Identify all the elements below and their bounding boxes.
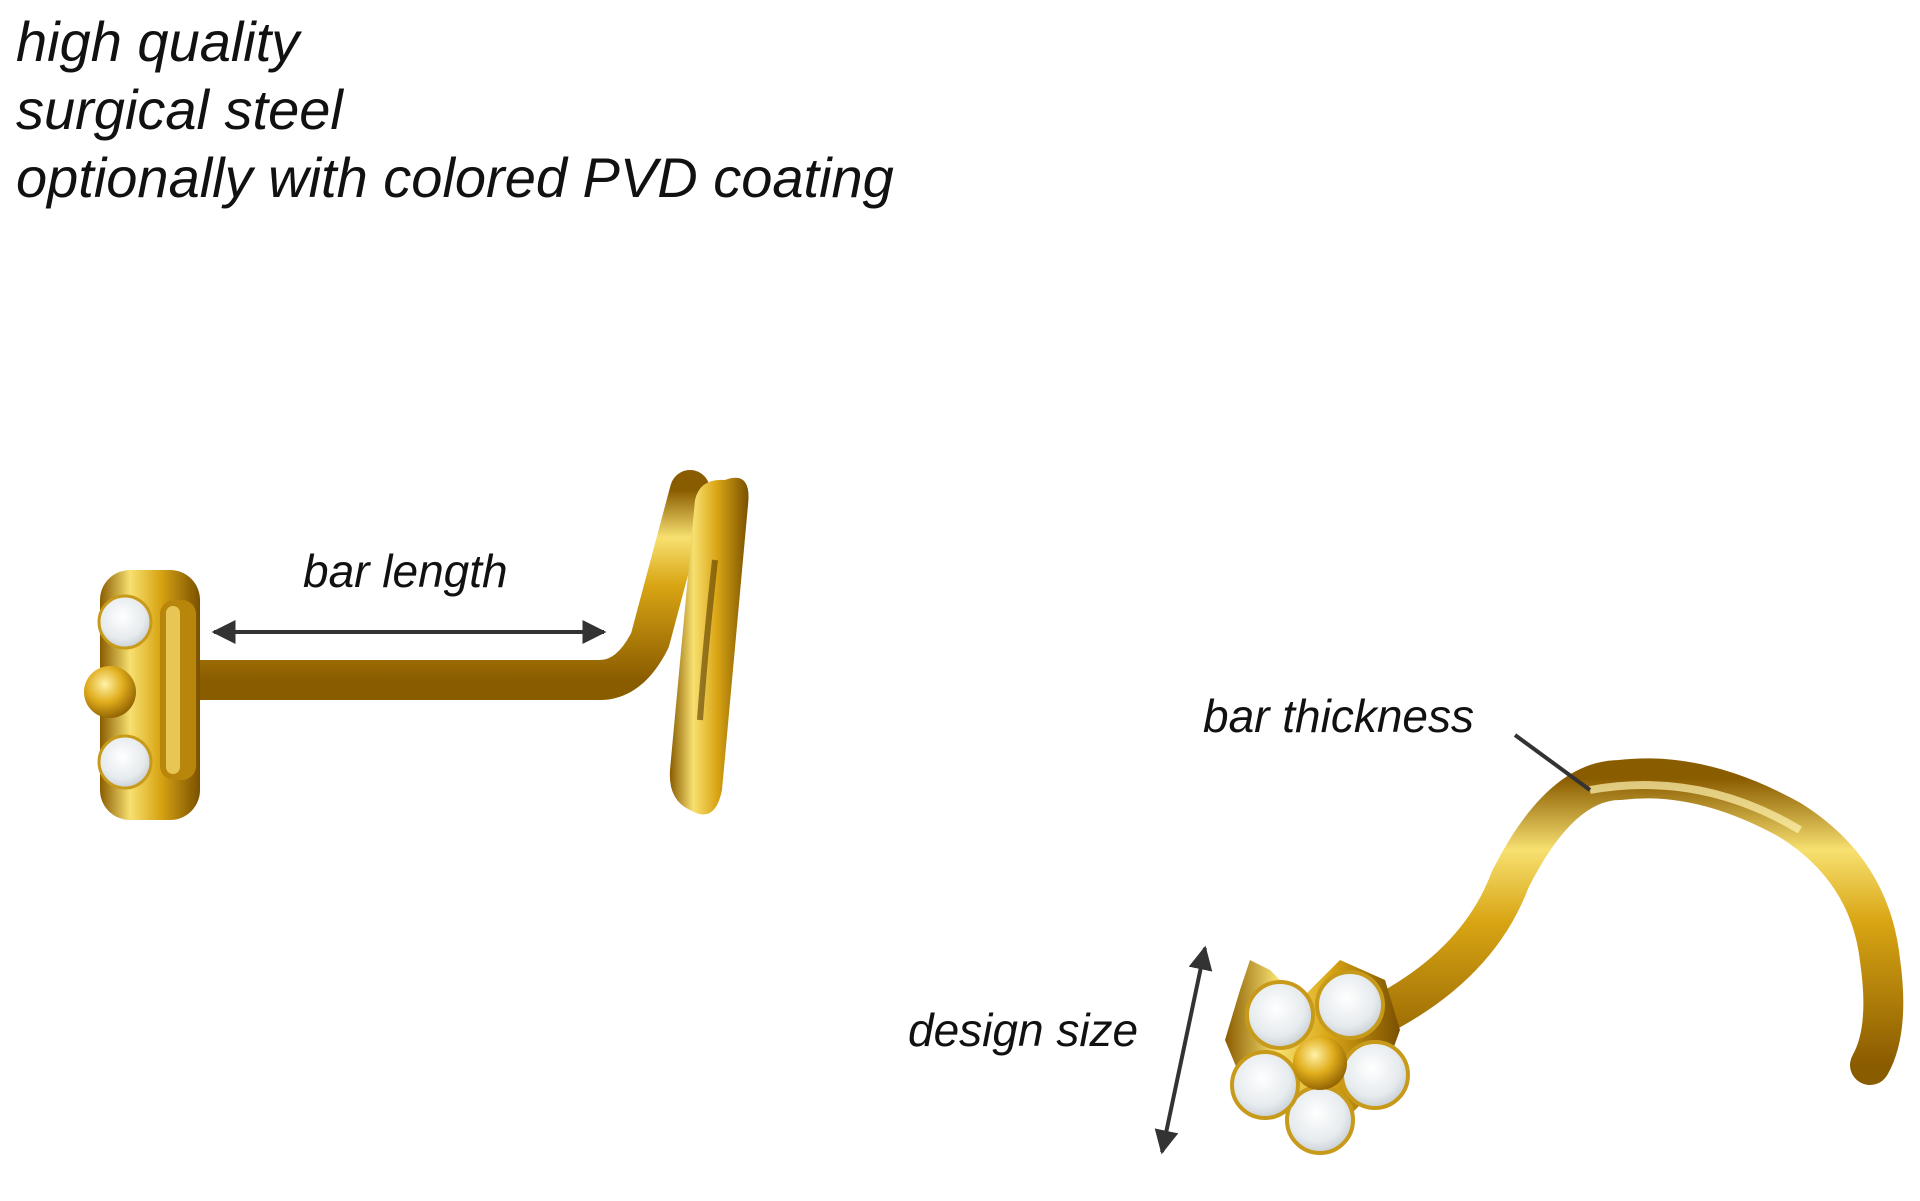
bar-thickness-label: bar thickness <box>1203 690 1475 742</box>
l-stud-gem-bottom <box>97 734 153 790</box>
design-size-label: design size <box>908 1004 1139 1056</box>
l-stud-bar <box>170 470 710 700</box>
headline-line-3: optionally with colored PVD coating <box>16 146 894 209</box>
flower-petal-2 <box>1315 970 1385 1040</box>
l-stud-gem-top <box>97 594 153 650</box>
headline-line-1: high quality <box>16 10 300 73</box>
screw-stud-bar <box>1370 758 1904 1085</box>
bar-length-label: bar length <box>303 545 508 597</box>
l-stud-center-ball <box>84 666 136 718</box>
flower-center-ball <box>1293 1036 1347 1090</box>
product-description: high quality surgical steel optionally w… <box>16 8 894 212</box>
flower-petal-5 <box>1230 1050 1300 1120</box>
flower-head <box>1225 960 1410 1155</box>
flower-petal-3 <box>1340 1040 1410 1110</box>
headline-line-2: surgical steel <box>16 78 343 141</box>
screw-nose-stud <box>1225 758 1904 1155</box>
flower-petal-1 <box>1245 980 1315 1050</box>
l-stud-bend-leg <box>669 477 749 815</box>
design-size-arrow <box>1154 945 1213 1155</box>
l-shape-nose-stud <box>84 470 749 820</box>
bar-thickness-leader <box>1513 733 1592 792</box>
